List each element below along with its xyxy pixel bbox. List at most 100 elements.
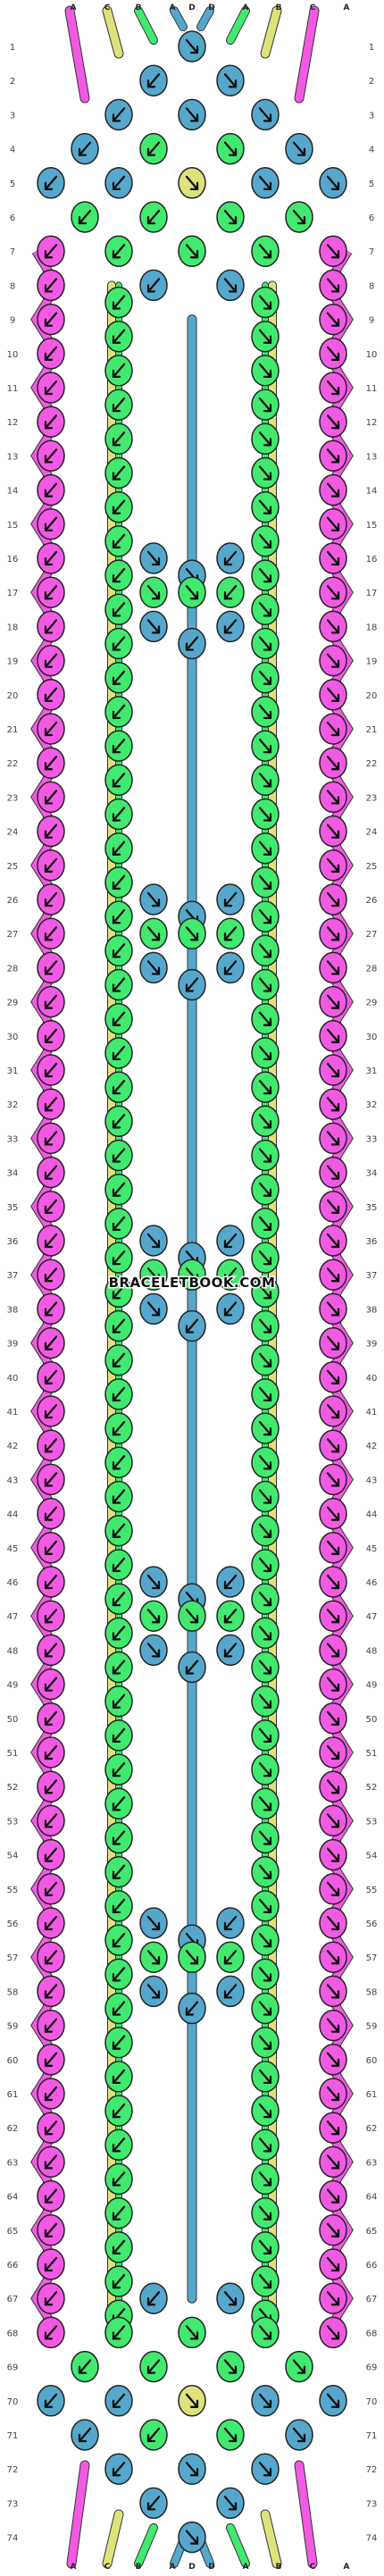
row-number-right: 36 xyxy=(366,1237,378,1247)
knot xyxy=(71,2419,99,2451)
knot xyxy=(139,1975,168,2008)
knot xyxy=(139,610,168,643)
row-number-right: 23 xyxy=(366,793,378,803)
knot xyxy=(104,1242,133,1274)
row-number-left: 11 xyxy=(7,384,19,394)
knot xyxy=(104,1446,133,1479)
row-number-right: 11 xyxy=(366,384,378,394)
row-number-left: 2 xyxy=(10,77,15,87)
row-number-left: 37 xyxy=(7,1271,19,1281)
knot xyxy=(319,1191,347,1223)
row-number-right: 37 xyxy=(366,1271,378,1281)
knot xyxy=(71,2350,99,2383)
knot xyxy=(104,593,133,626)
knot xyxy=(319,1326,347,1359)
knot xyxy=(104,286,133,319)
knot xyxy=(104,1583,133,1615)
knot xyxy=(139,576,168,608)
knot xyxy=(104,456,133,489)
knot xyxy=(251,627,280,660)
row-number-right: 15 xyxy=(366,521,378,531)
knot xyxy=(139,1292,168,1326)
knot xyxy=(178,1651,206,1684)
row-number-right: 13 xyxy=(366,452,378,462)
knot xyxy=(37,2179,65,2212)
strand-label-top: A xyxy=(71,4,77,13)
row-number-left: 22 xyxy=(7,759,19,769)
knot xyxy=(178,576,206,608)
row-number-left: 15 xyxy=(7,521,19,531)
row-number-left: 23 xyxy=(7,793,19,803)
knot xyxy=(37,1941,65,1973)
knot xyxy=(319,338,347,370)
knot xyxy=(216,917,245,949)
knot xyxy=(104,1753,133,1786)
row-number-right: 28 xyxy=(366,964,378,974)
row-number-right: 71 xyxy=(366,2431,378,2441)
row-number-left: 25 xyxy=(7,862,19,872)
row-number-left: 40 xyxy=(7,1374,19,1384)
row-number-left: 44 xyxy=(7,1510,19,1520)
knot xyxy=(104,1992,133,2025)
knot xyxy=(319,167,347,199)
knot xyxy=(104,355,133,387)
knot xyxy=(139,2487,168,2520)
knot xyxy=(319,2214,347,2246)
row-number-left: 27 xyxy=(7,930,19,940)
knot xyxy=(139,1566,168,1598)
knot xyxy=(251,490,280,523)
knot xyxy=(37,2385,65,2417)
row-number-right: 10 xyxy=(366,350,378,360)
knot xyxy=(216,2419,245,2451)
row-number-left: 57 xyxy=(7,1953,19,1963)
knot xyxy=(104,1275,133,1309)
knot xyxy=(139,2282,168,2314)
knot xyxy=(104,98,133,131)
knot xyxy=(37,2145,65,2179)
row-number-right: 25 xyxy=(366,862,378,872)
knot xyxy=(37,338,65,370)
row-number-left: 68 xyxy=(7,2329,19,2338)
knot xyxy=(37,610,65,643)
knot xyxy=(319,1361,347,1393)
knot xyxy=(104,1105,133,1138)
strand-line xyxy=(135,7,157,44)
knot xyxy=(37,1497,65,1530)
strand-label-bottom: C xyxy=(310,2563,316,2572)
knot xyxy=(251,593,280,626)
knot xyxy=(37,747,65,779)
knot xyxy=(104,1617,133,1650)
knot xyxy=(319,2248,347,2280)
knot xyxy=(104,422,133,456)
knot xyxy=(104,1071,133,1103)
row-number-left: 72 xyxy=(7,2465,19,2475)
knot xyxy=(104,1719,133,1752)
knot xyxy=(216,1634,245,1667)
row-number-right: 12 xyxy=(366,418,378,428)
knot xyxy=(37,2112,65,2144)
strand-label-bottom: D xyxy=(188,2563,195,2572)
knot xyxy=(37,1361,65,1393)
row-number-left: 26 xyxy=(7,896,19,906)
knot xyxy=(319,2044,347,2076)
row-number-right: 20 xyxy=(366,691,378,701)
knot xyxy=(37,713,65,745)
knot xyxy=(104,2265,133,2297)
knot xyxy=(319,406,347,438)
knot xyxy=(251,832,280,865)
row-number-left: 56 xyxy=(7,1919,19,1929)
row-number-left: 8 xyxy=(10,281,15,291)
knot xyxy=(37,1532,65,1564)
knot xyxy=(139,1259,168,1291)
row-number-right: 30 xyxy=(366,1033,378,1042)
knot xyxy=(216,610,245,643)
knot xyxy=(251,320,280,353)
knot xyxy=(251,1105,280,1138)
knot xyxy=(251,1208,280,1240)
knot xyxy=(251,1753,280,1786)
knot xyxy=(37,1463,65,1496)
row-number-right: 39 xyxy=(366,1340,378,1350)
row-number-left: 29 xyxy=(7,999,19,1008)
row-number-left: 70 xyxy=(7,2397,19,2407)
row-number-right: 63 xyxy=(366,2158,378,2168)
